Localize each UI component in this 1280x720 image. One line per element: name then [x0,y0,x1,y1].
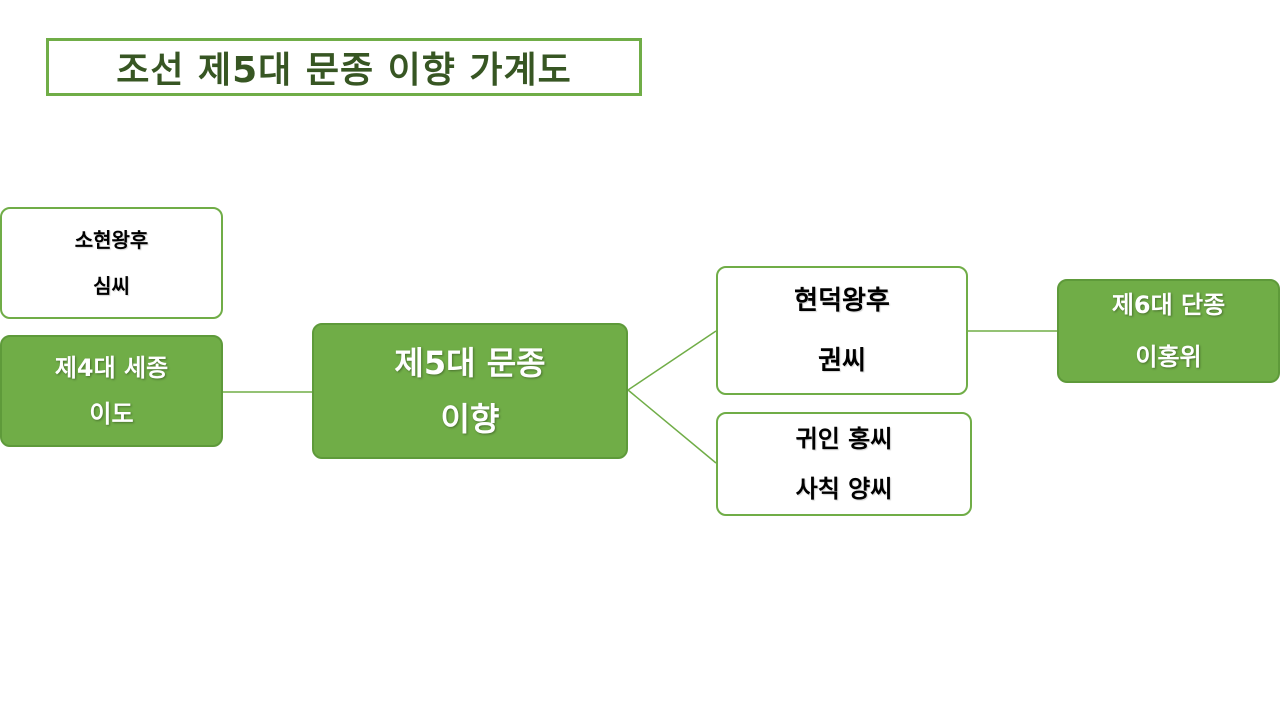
node-label-line1: 현덕왕후 [794,285,890,316]
node-label-line2: 이홍위 [1135,343,1202,371]
diagram-title: 조선 제5대 문종 이향 가계도 [116,50,572,91]
node-queen-sohyeon: 소현왕후 심씨 [0,207,223,319]
node-king-munjong: 제5대 문종 이향 [312,323,628,459]
node-consorts: 귀인 홍씨 사칙 양씨 [716,412,972,516]
node-label-line2: 이향 [440,400,500,438]
connector-munjong-hyeondeok [627,330,717,391]
node-label-line2: 이도 [89,400,134,428]
title-box: 조선 제5대 문종 이향 가계도 [46,38,642,96]
node-label-line1: 제5대 문종 [394,344,546,382]
connector-munjong-hong [627,389,717,464]
node-label-line2: 사칙 양씨 [795,475,893,503]
node-label-line1: 귀인 홍씨 [795,425,893,453]
node-king-sejong: 제4대 세종 이도 [0,335,223,447]
node-label-line1: 소현왕후 [74,228,149,252]
node-king-danjong: 제6대 단종 이홍위 [1057,279,1280,383]
node-label-line2: 권씨 [818,345,866,376]
node-label-line1: 제6대 단종 [1111,291,1226,319]
node-queen-hyeondeok: 현덕왕후 권씨 [716,266,968,395]
node-label-line2: 심씨 [93,274,130,298]
node-label-line1: 제4대 세종 [54,354,169,382]
